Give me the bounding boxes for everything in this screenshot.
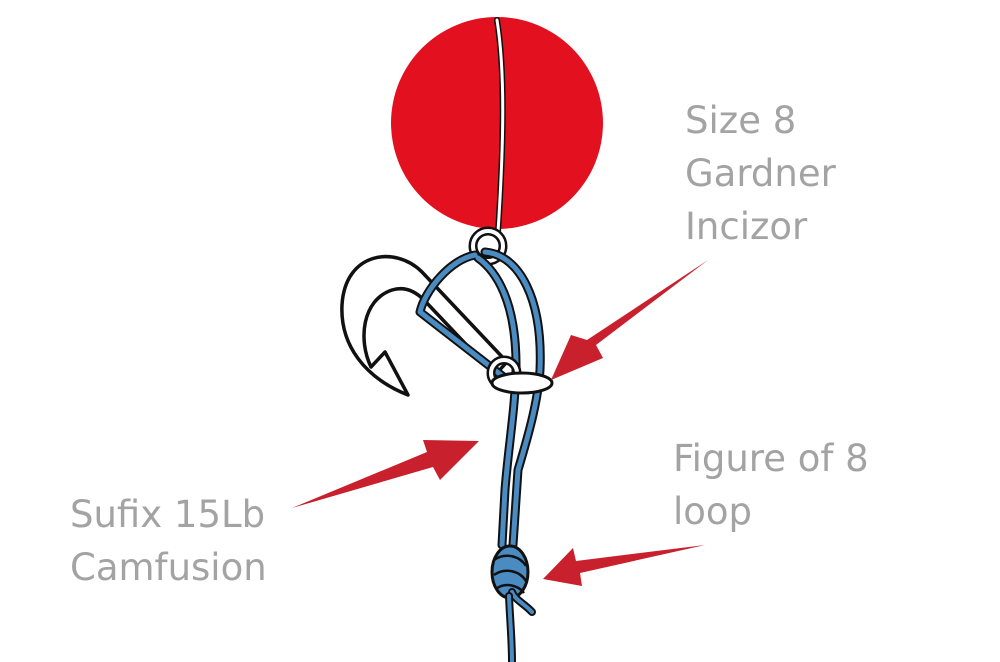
figure-of-8-knot	[490, 544, 536, 616]
label-loop-line-1: Figure of 8	[673, 437, 869, 480]
arrow-to-hook	[551, 260, 708, 380]
arrow-to-hooklink	[292, 440, 479, 508]
label-hook-line-1: Size 8	[685, 99, 797, 142]
label-line-line-2: Camfusion	[70, 546, 267, 589]
label-line-line-1: Sufix 15Lb	[70, 493, 266, 536]
bait-ball	[391, 17, 603, 229]
hook-outline	[340, 255, 509, 397]
label-hook-size: Size 8 Gardner Incizor	[685, 94, 836, 253]
label-hook-line-2: Gardner	[685, 152, 836, 195]
label-hooklink-material: Sufix 15Lb Camfusion	[70, 488, 267, 594]
label-loop-line-2: loop	[673, 490, 753, 533]
hair-line-inner	[495, 18, 505, 234]
main-line-inner	[507, 594, 514, 662]
label-hook-line-3: Incizor	[685, 205, 808, 248]
arrow-to-knot	[543, 545, 705, 586]
shank-ring	[486, 355, 554, 395]
label-figure-of-8-loop: Figure of 8 loop	[673, 432, 869, 538]
